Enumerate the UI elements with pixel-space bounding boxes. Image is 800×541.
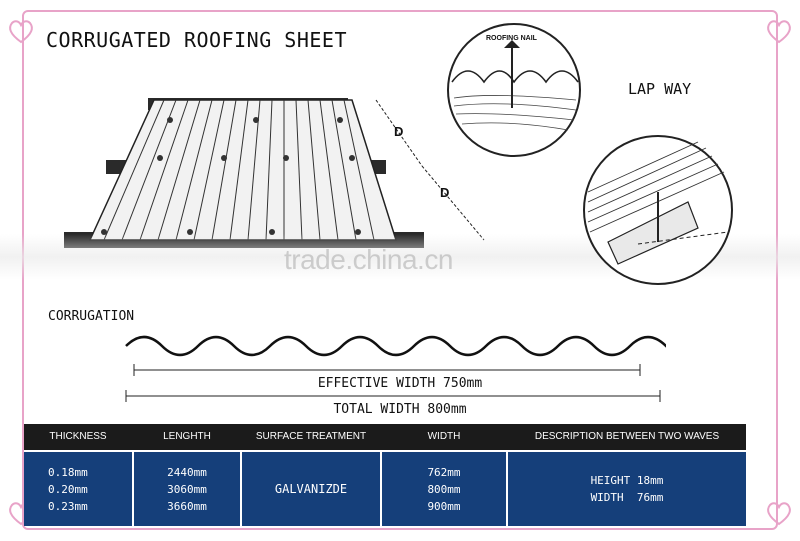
surface-cell: GALVANIZDE [242,452,380,526]
spec-table: THICKNESS LENGHTH SURFACE TREATMENT WIDT… [24,424,746,528]
wave-width-value: WIDTH 76mm [590,491,664,504]
heart-icon [767,502,791,526]
header-description: DESCRIPTION BETWEEN TWO WAVES [534,431,720,442]
width-cell: 762mm 800mm 900mm [382,452,506,526]
waves-cell: HEIGHT 18mm WIDTH 76mm [508,452,746,526]
length-value: 3660mm [167,499,207,513]
thickness-value: 0.18mm [48,465,88,479]
watermark: trade.china.cn [284,244,453,275]
heart-icon [9,20,33,44]
page-title: CORRUGATED ROOFING SHEET [46,28,347,52]
roofing-sheet-drawing [64,98,485,248]
length-cell: 2440mm 3060mm 3660mm [134,452,240,526]
table-header [24,424,746,450]
header-width: WIDTH [427,431,461,442]
length-value: 2440mm [167,465,207,479]
lap-way-detail [583,135,733,285]
width-value: 900mm [427,499,461,513]
thickness-cell: 0.18mm 0.20mm 0.23mm [24,452,132,526]
surface-value: GALVANIZDE [274,481,348,496]
roofing-nail-detail [447,23,581,157]
header-surface-treatment: SURFACE TREATMENT [255,431,367,442]
corrugation-label: CORRUGATION [48,309,135,324]
total-width-label: TOTAL WIDTH 800mm [333,402,467,417]
header-thickness: THICKNESS [49,431,107,442]
heart-icon [767,20,791,44]
width-value: 800mm [427,482,461,496]
dimension-label: D [394,124,404,139]
corrugation-profile [125,335,666,402]
effective-width-label: EFFECTIVE WIDTH 750mm [317,376,483,391]
wave-height-value: HEIGHT 18mm [590,474,664,487]
width-value: 762mm [427,465,461,479]
thickness-value: 0.20mm [48,482,88,496]
thickness-value: 0.23mm [48,499,88,513]
length-value: 3060mm [167,482,207,496]
header-length: LENGHTH [163,431,211,442]
roofing-nail-label: ROOFING NAIL [486,35,537,42]
lap-way-label: LAP WAY [628,80,692,98]
dimension-label: D [440,185,450,200]
